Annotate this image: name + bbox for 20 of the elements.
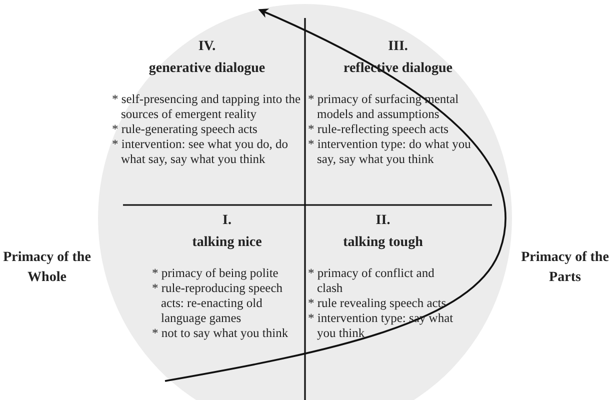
bullet-item: * rule-reflecting speech acts: [308, 122, 450, 137]
bullet-item: * self-presencing and tapping into the sources of emergent reality: [112, 92, 302, 122]
quadrant-title: generative dialogue: [148, 60, 266, 78]
bullet-item: * intervention type: do what you say, say what you think: [308, 137, 472, 167]
bullet-item: * rule-generating speech acts: [112, 122, 258, 137]
quadrant-title: talking nice: [191, 234, 263, 252]
bullet-item: * primacy of conflict and clash: [308, 266, 436, 296]
bullet-item: * rule revealing speech acts: [308, 296, 448, 311]
axis-label: Primacy of the Parts: [520, 249, 610, 287]
bullet-item: * primacy of being polite: [152, 266, 280, 281]
bullet-item: * rule-reproducing speech acts: re-enacting old language games: [152, 281, 284, 326]
bullet-item: * intervention: see what you do, do what say, say what you think: [112, 137, 290, 167]
quadrant-number: I.: [222, 212, 232, 230]
quadrant-number: III.: [387, 38, 409, 56]
bullet-item: * not to say what you think: [152, 326, 290, 341]
quadrant-number: II.: [374, 212, 392, 230]
quadrant-number: IV.: [197, 38, 217, 56]
quadrant-title: talking tough: [342, 234, 424, 252]
bullet-item: * primacy of surfacing mental models and assumptions: [308, 92, 460, 122]
axis-label: Primacy of the Whole: [2, 249, 92, 287]
